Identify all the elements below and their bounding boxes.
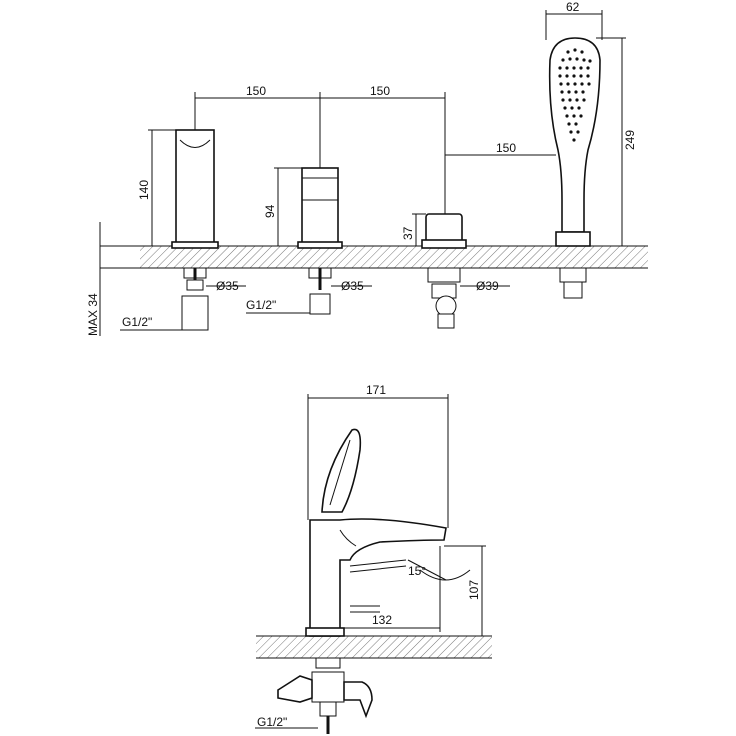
diameter-label-1: Ø35 <box>216 279 239 293</box>
countertop-top-view <box>99 245 648 269</box>
valve-height-label: 94 <box>263 204 277 218</box>
mixer-valve <box>297 167 343 315</box>
dimension-lines-side <box>255 394 486 729</box>
thread-label-side: G1/2" <box>257 715 287 729</box>
angle-label: 15° <box>408 564 426 578</box>
spacing-label-3: 150 <box>496 141 516 155</box>
spout-cylinder <box>171 129 219 331</box>
shower-width-label: 62 <box>566 0 580 14</box>
reach-label: 132 <box>372 613 392 627</box>
dimension-labels-side: 171 132 107 15° G1/2" <box>257 383 481 729</box>
max-thickness-label: MAX 34 <box>86 293 100 336</box>
hand-shower <box>548 37 601 299</box>
spacing-label-1: 150 <box>246 84 266 98</box>
spout-height-side-label: 107 <box>467 580 481 600</box>
diameter-label-3: Ø39 <box>476 279 499 293</box>
spout-height-label: 140 <box>137 180 151 200</box>
total-length-label: 171 <box>366 383 386 397</box>
diverter <box>421 213 467 329</box>
spout-side-view <box>277 428 447 734</box>
countertop-side-view <box>256 635 492 659</box>
shower-height-label: 249 <box>623 130 637 150</box>
diverter-height-label: 37 <box>401 226 415 240</box>
diameter-label-2: Ø35 <box>341 279 364 293</box>
dimension-lines-top <box>99 10 626 336</box>
spacing-label-2: 150 <box>370 84 390 98</box>
thread-label-1: G1/2" <box>122 315 152 329</box>
thread-label-2: G1/2" <box>246 298 276 312</box>
dimension-labels-top: 150 150 150 62 249 140 94 37 MAX 34 Ø35 … <box>86 0 637 336</box>
